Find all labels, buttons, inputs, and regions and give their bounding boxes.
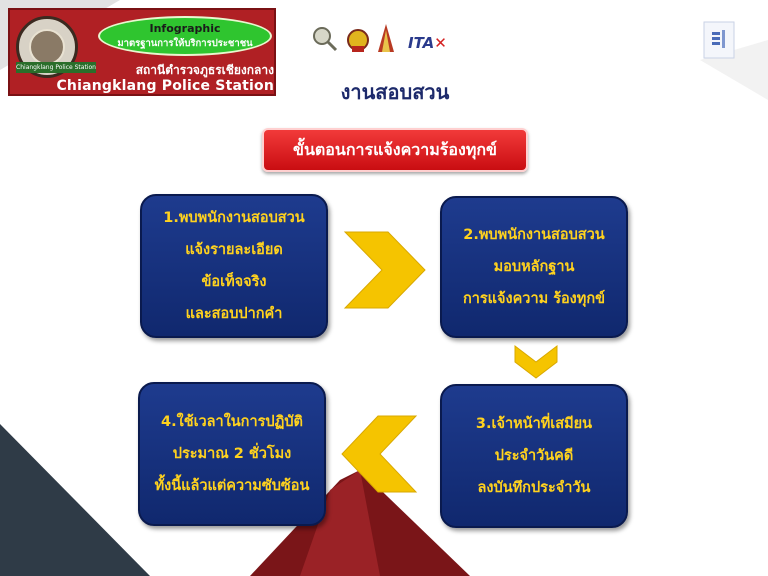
oval-subtitle: มาตรฐานการให้บริการประชาชน — [117, 38, 253, 49]
step-3-box: 3.เจ้าหน้าที่เสมียน ประจำวันคดี ลงบันทึก… — [440, 384, 628, 528]
document-icon — [703, 21, 735, 59]
step-4-line-2: ประมาณ 2 ชั่วโมง — [172, 446, 292, 462]
step-1-box: 1.พบพนักงานสอบสวน แจ้งรายละเอียด ข้อเท็จ… — [140, 194, 328, 338]
step-1-line-3: ข้อเท็จจริง — [201, 274, 267, 290]
step-4-line-3: ทั้งนี้แล้วแต่ความซับซ้อน — [154, 478, 310, 494]
page-title: งานสอบสวน — [340, 80, 450, 104]
temple-icon — [378, 24, 394, 52]
arrow-left-icon — [341, 415, 418, 493]
banner-english-name: Chiangklang Police Station — [56, 78, 274, 94]
infographic-oval: Infographic มาตรฐานการให้บริการประชาชน — [98, 16, 272, 56]
step-1-line-2: แจ้งรายละเอียด — [185, 242, 283, 258]
step-4-line-1: 4.ใช้เวลาในการปฏิบัติ — [161, 414, 303, 430]
arrow-down-icon — [514, 344, 558, 379]
station-banner: Infographic มาตรฐานการให้บริการประชาชน C… — [8, 8, 276, 96]
step-2-line-3: การแจ้งความ ร้องทุกข์ — [462, 291, 606, 307]
step-3-line-2: ประจำวันคดี — [494, 448, 574, 464]
process-title-button: ขั้นตอนการแจ้งความร้องทุกข์ — [262, 128, 528, 172]
magnifier-icon — [313, 27, 338, 52]
banner-small-label: Chiangklang Police Station — [16, 62, 96, 73]
step-2-line-1: 2.พบพนักงานสอบสวน — [463, 227, 605, 243]
itax-logo: ITA✕ — [408, 34, 447, 52]
step-2-line-2: มอบหลักฐาน — [493, 259, 575, 275]
banner-thai-name: สถานีตำรวจภูธรเชียงกลาง — [135, 63, 274, 77]
step-1-line-4: และสอบปากคำ — [185, 306, 283, 322]
step-3-line-3: ลงบันทึกประจำวัน — [477, 480, 591, 496]
oval-title: Infographic — [149, 22, 221, 35]
step-4-box: 4.ใช้เวลาในการปฏิบัติ ประมาณ 2 ชั่วโมง ท… — [138, 382, 326, 526]
step-2-box: 2.พบพนักงานสอบสวน มอบหลักฐาน การแจ้งความ… — [440, 196, 628, 338]
step-1-line-1: 1.พบพนักงานสอบสวน — [163, 210, 305, 226]
step-3-line-1: 3.เจ้าหน้าที่เสมียน — [475, 416, 593, 432]
arrow-right-icon — [343, 231, 426, 309]
emblem-icon — [347, 29, 369, 52]
logos-row — [313, 24, 394, 52]
